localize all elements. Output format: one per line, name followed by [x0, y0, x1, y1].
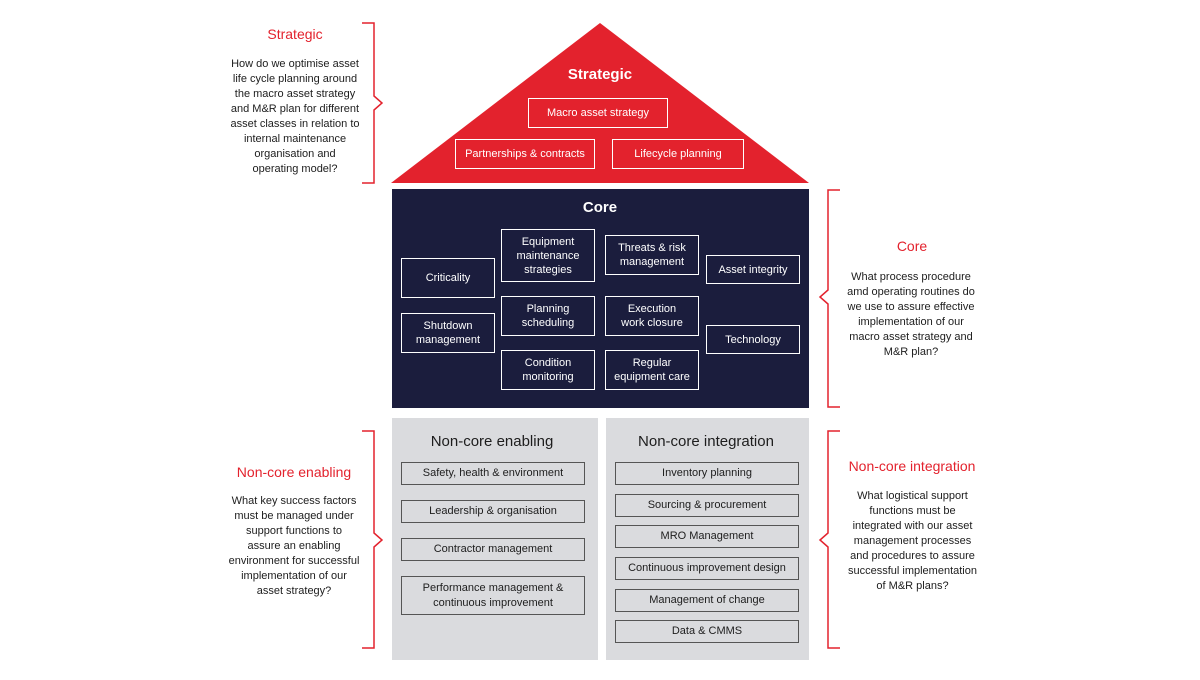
text-line: asset classes in relation to [230, 118, 360, 130]
box-line: work closure [621, 317, 683, 329]
box-line: monitoring [522, 371, 574, 383]
box-line: scheduling [521, 317, 575, 329]
box-line: management [619, 256, 685, 268]
box-line: strategies [524, 263, 572, 276]
strategic-roof [391, 23, 809, 183]
strategic-bracket [362, 22, 384, 184]
lifecycle-planning-box: Lifecycle planning [612, 139, 744, 169]
text-line: integrated with our asset [852, 520, 973, 532]
noncore-integration-side-description: What logistical support functions must b… [830, 489, 995, 594]
core-side-title: Core [896, 238, 928, 254]
text-line: successful implementation [847, 565, 977, 577]
noncore-integration-title: Non-core integration [638, 433, 774, 450]
box-line: Performance management & [422, 581, 564, 594]
text-line: What logistical support [857, 490, 968, 502]
core-title: Core [582, 199, 618, 216]
text-line: and M&R plan for different [230, 103, 360, 115]
text-line: How do we optimise asset [231, 58, 359, 70]
box-line: Contractor management [433, 543, 553, 555]
text-line: management processes [853, 535, 972, 547]
text-line: assure an enabling [247, 540, 341, 552]
strategic-roof-title: Strategic [567, 66, 633, 83]
noncore-enabling-title: Non-core enabling [430, 433, 554, 450]
box-line: Safety, health & environment [422, 467, 564, 479]
box-line: Equipment [521, 235, 575, 248]
box-line: management [415, 334, 481, 346]
text-line: operating model? [252, 163, 338, 175]
box-line: Criticality [425, 272, 471, 284]
noncore-enabling-bracket [362, 430, 384, 649]
text-line: macro asset strategy and [849, 331, 973, 343]
management-of-change-box: Management of change [615, 589, 799, 612]
text-line: of M&R plans? [876, 580, 949, 592]
text-line: internal maintenance [243, 133, 347, 145]
core-side-description: What process procedure amd operating rou… [830, 270, 992, 360]
performance-management-box: Performance management & continuous impr… [401, 576, 585, 615]
sourcing-procurement-box: Sourcing & procurement [615, 494, 799, 517]
noncore-integration-bracket [818, 430, 840, 649]
noncore-enabling-side-description: What key success factors must be managed… [213, 494, 375, 599]
box-line: Execution [627, 303, 677, 315]
text-line: must be managed under [234, 510, 354, 522]
equipment-maintenance-strategies-box: Equipment maintenance strategies [501, 229, 595, 282]
contractor-management-box: Contractor management [401, 538, 585, 561]
text-line: support functions to [245, 525, 342, 537]
text-line: asset strategy? [256, 585, 332, 597]
regular-equipment-care-box: Regular equipment care [605, 350, 699, 390]
continuous-improvement-design-box: Continuous improvement design [615, 557, 799, 580]
box-line: Condition [524, 357, 572, 369]
noncore-enabling-panel [392, 418, 598, 660]
strategic-side-description: How do we optimise asset life cycle plan… [215, 57, 375, 177]
box-line: Leadership & organisation [429, 505, 557, 517]
text-line: life cycle planning around [232, 73, 358, 85]
box-line: Shutdown [423, 320, 473, 332]
box-line: Asset integrity [718, 263, 788, 276]
text-line: implementation of our [241, 570, 347, 582]
text-line: amd operating routines do [847, 286, 975, 298]
noncore-integration-side-title: Non-core integration [848, 458, 976, 474]
technology-box: Technology [706, 325, 800, 354]
text-line: What process procedure [851, 271, 971, 283]
mro-management-box: MRO Management [615, 525, 799, 548]
text-line: M&R plan? [883, 346, 939, 358]
box-line: Planning [526, 303, 570, 315]
text-line: and procedures to assure [850, 550, 975, 562]
asset-integrity-box: Asset integrity [706, 255, 800, 284]
planning-scheduling-box: Planning scheduling [501, 296, 595, 336]
shutdown-management-box: Shutdown management [401, 313, 495, 353]
text-line: we use to assure effective [847, 301, 975, 313]
box-line: maintenance [516, 249, 580, 262]
leadership-organisation-box: Leadership & organisation [401, 500, 585, 523]
safety-health-environment-box: Safety, health & environment [401, 462, 585, 485]
macro-asset-strategy-box: Macro asset strategy [528, 98, 668, 128]
text-line: What key success factors [231, 495, 357, 507]
noncore-integration-panel [606, 418, 809, 660]
box-line: Threats & risk [618, 242, 686, 254]
criticality-box: Criticality [401, 258, 495, 298]
text-line: environment for successful [228, 555, 360, 567]
text-line: the macro asset strategy [234, 88, 356, 100]
core-panel [392, 189, 809, 408]
data-cmms-box: Data & CMMS [615, 620, 799, 643]
text-line: implementation of our [858, 316, 964, 328]
threats-risk-management-box: Threats & risk management [605, 235, 699, 275]
core-bracket [818, 189, 840, 408]
box-line: continuous improvement [433, 596, 553, 609]
strategic-side-title: Strategic [267, 26, 323, 42]
box-line: equipment care [614, 371, 690, 383]
inventory-planning-box: Inventory planning [615, 462, 799, 485]
text-line: organisation and [254, 148, 336, 160]
box-line: Regular [632, 357, 672, 369]
partnerships-contracts-box: Partnerships & contracts [455, 139, 595, 169]
noncore-enabling-side-title: Non-core enabling [236, 464, 352, 480]
box-line: Technology [725, 333, 781, 346]
execution-work-closure-box: Execution work closure [605, 296, 699, 336]
condition-monitoring-box: Condition monitoring [501, 350, 595, 390]
text-line: functions must be [869, 505, 956, 517]
